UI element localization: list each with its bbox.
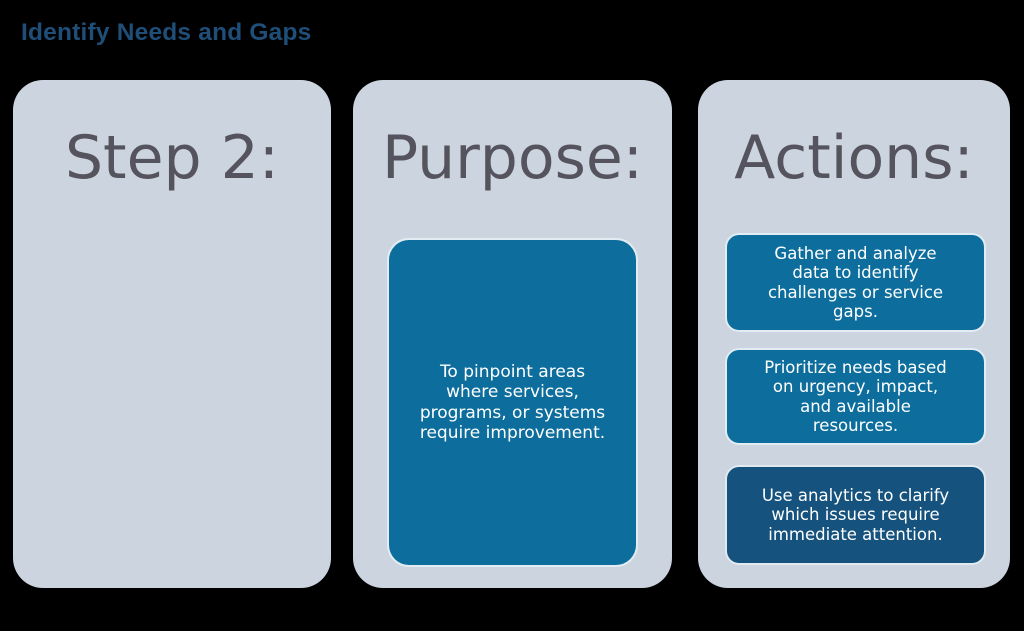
purpose-text: To pinpoint areas where services, progra… — [419, 362, 606, 443]
action-text: Gather and analyze data to identify chal… — [767, 243, 944, 321]
action-box-prioritize-needs: Prioritize needs based on urgency, impac… — [725, 348, 986, 445]
step-heading: Step 2: — [64, 123, 280, 193]
page-title: Identify Needs and Gaps — [21, 19, 312, 46]
purpose-box: To pinpoint areas where services, progra… — [387, 238, 638, 567]
action-text: Prioritize needs based on urgency, impac… — [764, 357, 947, 435]
purpose-heading: Purpose: — [381, 123, 643, 193]
action-box-gather-data: Gather and analyze data to identify chal… — [725, 233, 986, 332]
purpose-card: Purpose: To pinpoint areas where service… — [353, 80, 672, 588]
action-text: Use analytics to clarify which issues re… — [761, 486, 950, 544]
actions-card: Actions: Gather and analyze data to iden… — [698, 80, 1010, 588]
action-box-use-analytics: Use analytics to clarify which issues re… — [725, 465, 986, 565]
actions-heading: Actions: — [734, 123, 974, 193]
step-card: Step 2: — [13, 80, 331, 588]
